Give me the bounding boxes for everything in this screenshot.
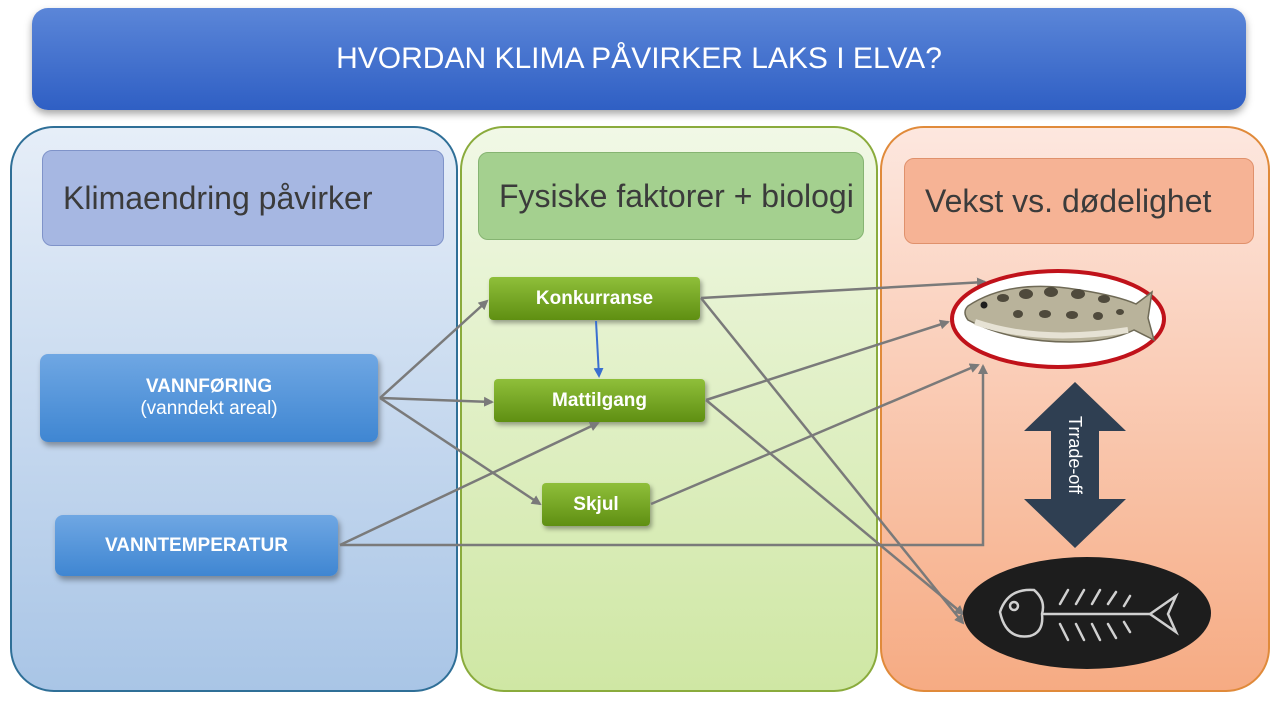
arrow-temperature-growth bbox=[340, 364, 988, 547]
arrow-temperature-food bbox=[339, 421, 600, 547]
arrow-discharge-competition bbox=[379, 299, 489, 399]
tradeoff-label: Trrade-off bbox=[1065, 416, 1085, 495]
arrow-competition-mortality bbox=[700, 297, 965, 625]
temperature-box: VANNTEMPERATUR bbox=[55, 515, 338, 576]
shelter-box: Skjul bbox=[542, 483, 650, 526]
tradeoff-arrow bbox=[1024, 382, 1126, 548]
temperature-label: VANNTEMPERATUR bbox=[105, 534, 288, 556]
salmon-fish-icon bbox=[950, 269, 1166, 369]
arrow-competition-growth bbox=[700, 277, 987, 300]
fish-skeleton-icon bbox=[963, 557, 1211, 669]
competition-box: Konkurranse bbox=[489, 277, 700, 320]
discharge-sublabel: (vanndekt areal) bbox=[140, 398, 278, 419]
outcome-header: Vekst vs. dødelighet bbox=[904, 158, 1254, 244]
climate-header: Klimaendring påvirker bbox=[42, 150, 444, 246]
arrow-shelter-growth bbox=[650, 363, 980, 506]
arrow-competition-food bbox=[593, 320, 604, 378]
arrow-food-growth bbox=[705, 319, 950, 402]
discharge-box: VANNFØRING (vanndekt areal) bbox=[40, 354, 378, 442]
diagram-title: HVORDAN KLIMA PÅVIRKER LAKS I ELVA? bbox=[32, 8, 1246, 110]
arrow-discharge-shelter bbox=[379, 396, 542, 506]
arrow-discharge-food bbox=[379, 396, 494, 407]
factors-header: Fysiske faktorer + biologi bbox=[478, 152, 864, 240]
arrow-food-mortality bbox=[705, 399, 965, 616]
discharge-label: VANNFØRING bbox=[145, 376, 273, 397]
food-availability-box: Mattilgang bbox=[494, 379, 705, 422]
